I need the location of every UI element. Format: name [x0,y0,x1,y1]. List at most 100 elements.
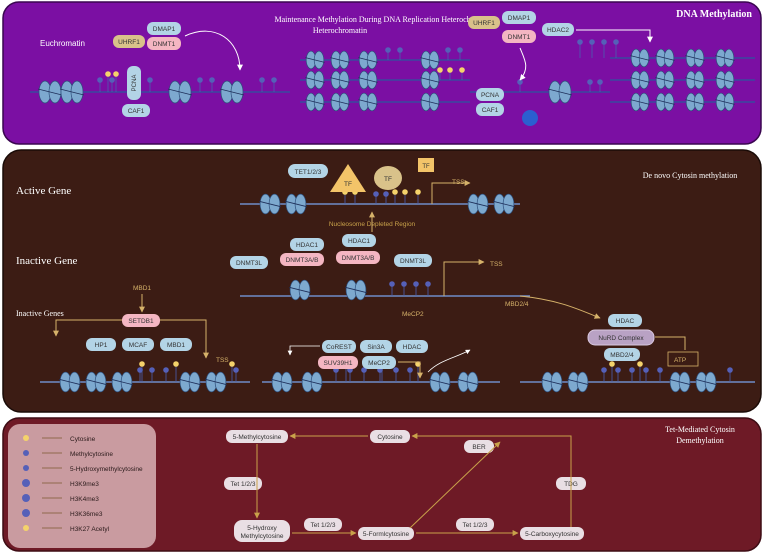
methyl-mark [413,281,419,296]
tf-box [418,158,434,172]
mbd24-label: MBD2/4 [610,352,634,359]
methyl-mark [457,47,463,60]
suv39h1-pill [318,356,358,369]
panel2-title: De novo Cytosin methylation [643,171,737,180]
formyl-label: 5-Formlcytosine [363,531,410,538]
legend: CytosineMethylcytosine5-Hydroxymethylcyt… [22,435,143,533]
methyl-mark [137,367,143,382]
legend-symbol [22,509,30,517]
cytosine-mark [392,189,398,204]
replication-fork [522,110,538,126]
cytosine-mark [139,361,145,382]
arrow [409,441,501,529]
legend-item: Cytosine [23,435,96,443]
caf1-label: CAF1 [128,108,145,115]
methyl-mark [373,191,379,204]
tet-label: TET1/2/3 [295,169,322,176]
dmap1-pill-2 [502,11,536,24]
methyl-mark [601,39,607,58]
methyl-mark [629,367,635,382]
ber-node [464,440,494,453]
legend-label: Methylcytosine [70,451,113,458]
nucleosome [219,80,245,104]
pcna-label: PCNA [132,75,138,92]
nucleosome [630,70,650,90]
suv39h1-label: SUV39H1 [324,360,353,367]
nucleosome [695,371,717,393]
hdac2-pill [542,23,574,36]
hydroxy-label-line1: 5-Hydroxy [247,525,277,532]
dnmt1-pill-2 [502,30,536,43]
nucleosome [358,70,378,90]
dmap1-pill [147,22,181,35]
sin3a-label: Sin3A [367,344,385,351]
legend-label: H3K36me3 [70,511,103,518]
nucleosome [655,92,675,112]
nucleosome [467,193,489,215]
carboxy-node [520,527,584,540]
nucleosome [541,371,563,393]
methyl-mark [163,367,169,382]
tf-oval [374,166,402,190]
nucleosome [655,48,675,68]
legend-symbol [23,450,29,456]
methyl-mark [259,77,265,92]
mbd24-label-top: MBD2/4 [505,301,529,308]
nucleosome [358,92,378,112]
nucleosome [330,70,350,90]
cytosine-mark [229,361,235,382]
arrow [576,29,653,43]
methyl-mark [97,77,103,92]
tf-label-3: TF [422,164,430,170]
tss-label-2: TSS [490,261,503,268]
nucleosome [330,92,350,112]
legend-item: H3K4me3 [22,494,99,503]
arrow [398,361,423,379]
cytosine-mark [173,361,179,382]
arrow [411,433,572,527]
arrow [160,319,209,359]
arrow [427,349,471,373]
cytosine-node [370,430,410,443]
arrow [519,47,527,81]
methyl-mark [233,367,239,382]
tet-node-2 [304,518,342,531]
legend-item: H3K36me3 [22,509,103,518]
nucleosome [685,70,705,90]
pcna-pill [127,66,141,100]
legend-item: H3K9me3 [22,479,99,488]
nucleosome-group [37,48,735,112]
tet-node-3 [456,518,494,531]
hydroxy-label-line2: Methylcytosine [241,533,284,540]
dnmt1-label-2: DNMT1 [508,34,531,41]
nucleosome [305,92,325,112]
methyl-mark [109,77,115,92]
cytosine-mark [105,71,111,92]
hp1-pill [86,338,116,351]
pcna-label-2: PCNA [481,92,500,99]
nucleosome [179,371,201,393]
nurd-label: NuRD Complex [598,335,644,342]
nucleosome [715,92,735,112]
methyl-mark [271,77,277,92]
cytosine-mark [113,71,119,92]
tet-label-2: Tet 1/2/3 [311,522,336,529]
nucleosome-group [59,193,717,393]
nucleosome [59,80,85,104]
ber-label: BER [472,444,486,451]
methyl-mark [197,77,203,92]
hdac-label-2: HDAC [616,318,635,325]
euchromatin-label: Euchromatin [40,39,85,48]
nucleosome [715,48,735,68]
dnmt3ab-pill [280,253,324,266]
dnmt3l-label: DNMT3L [236,260,262,267]
nucleosome [358,50,378,70]
methyl-mark [601,367,607,382]
mecp2-pill [362,356,396,369]
legend-symbol [23,435,29,441]
nucleosome [37,80,63,104]
tf-label-2: TF [384,176,392,183]
nucleosome [301,371,323,393]
tss-label-3: TSS [216,357,229,364]
